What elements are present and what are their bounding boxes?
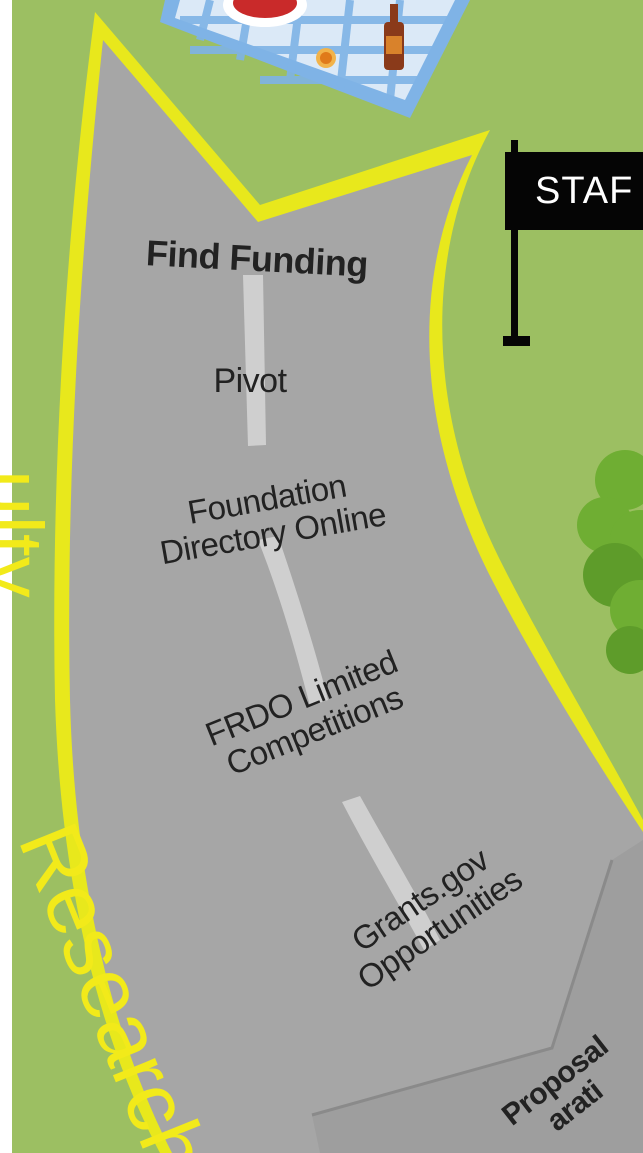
sign-foot [503,336,530,346]
road-item-pivot[interactable]: Pivot [213,362,287,400]
start-sign: STAF [505,152,643,230]
section-divider [312,840,643,1153]
sign-post [511,228,518,338]
side-track-text-top: ulty [0,470,59,598]
trees [577,450,643,674]
sign-post-top [511,140,518,154]
road-surface [69,40,643,1153]
start-sign-label: STAF [535,170,634,212]
lane-markings [243,275,440,950]
left-edge [0,0,12,1153]
picnic-blanket [160,0,470,118]
